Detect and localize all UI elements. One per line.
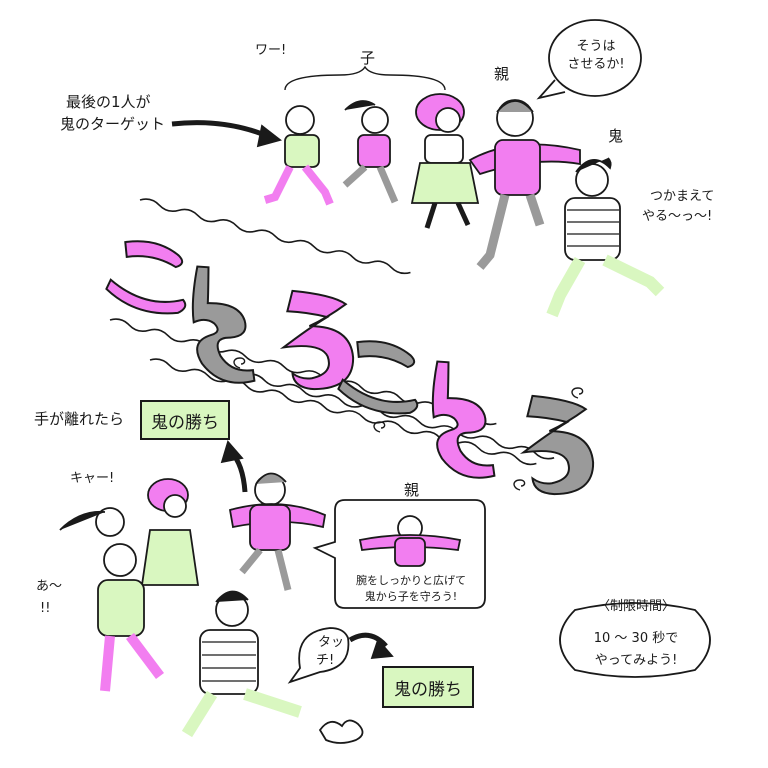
shout-aa: あ〜 (36, 579, 63, 594)
children-label: 子 (360, 49, 376, 67)
touch-line1: タッ (318, 635, 345, 650)
parent-bubble-line1: そうは (576, 39, 616, 54)
hands-label: 手が離れたら (34, 410, 125, 428)
parent-box-title: 親 (404, 481, 420, 499)
time-note-line1-text: 10 〜 30 秒で (593, 631, 679, 646)
parent-label: 親 (494, 65, 510, 83)
time-note-line2: やってみよう! (594, 653, 678, 668)
shout-wa: ワー! (255, 43, 287, 58)
oni-label: 鬼 (608, 127, 624, 145)
target-label-line1: 最後の1人が (66, 93, 151, 111)
time-note-title: 〈制限時間〉 (596, 599, 675, 614)
oni-speech-line2: やる〜っ〜! (642, 209, 713, 224)
time-note-line1: 10 〜 30 秒で (572, 630, 700, 647)
target-label-line2: 鬼のターゲット (60, 115, 166, 133)
swirl-marks (233, 357, 584, 491)
touch-line2: チ! (316, 653, 335, 668)
top-scene-figures (171, 19, 665, 318)
oni-win-box-2: 鬼の勝ち (382, 666, 474, 708)
parent-box-text-line2: 鬼から子を守ろう! (364, 590, 458, 603)
oni-win-box-1: 鬼の勝ち (140, 400, 230, 440)
title-kokoro (105, 240, 595, 496)
parent-bubble-line2: させるか! (567, 57, 625, 72)
parent-box-text-line1: 腕をしっかりと広げて (356, 574, 466, 587)
shout-aa-marks: !! (40, 601, 51, 616)
oni-speech-line1: つかまえて (650, 189, 715, 204)
shout-kya: キャー! (70, 471, 115, 486)
bottom-scene-figures (59, 440, 711, 744)
